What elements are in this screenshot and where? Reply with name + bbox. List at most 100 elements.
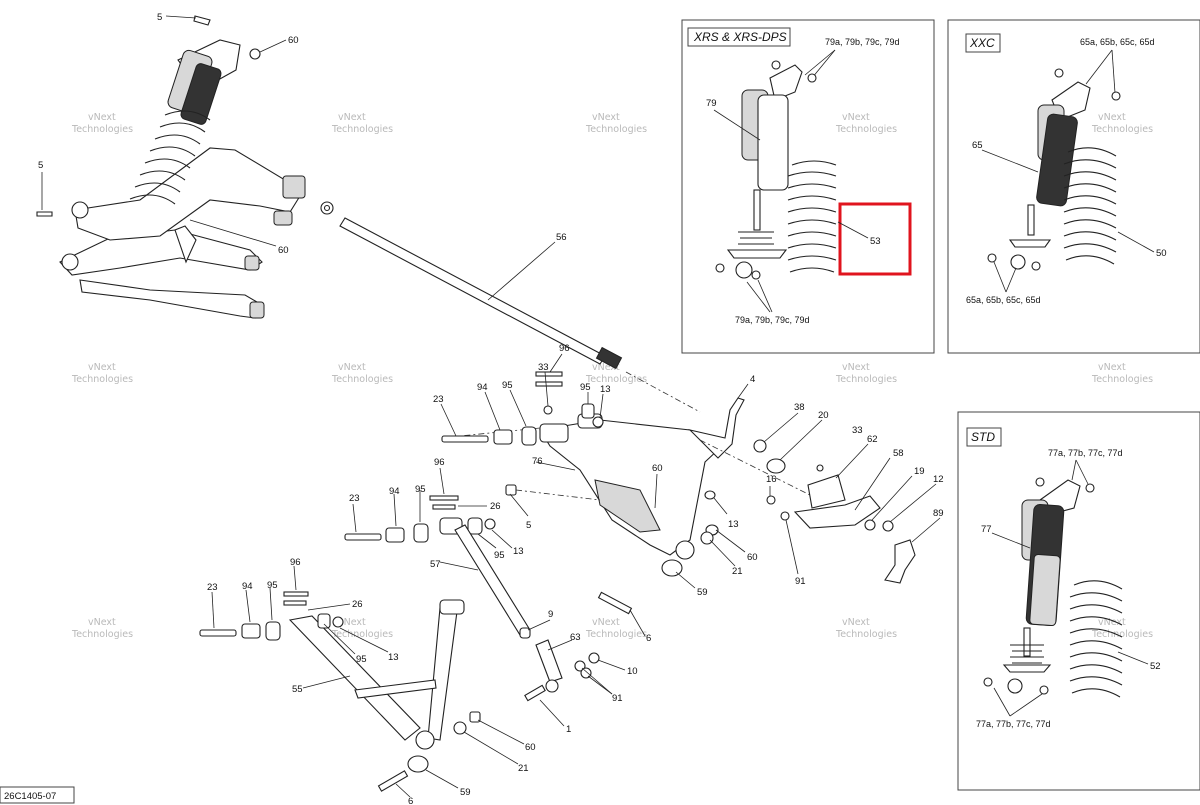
hardware-ref-top: 77a, 77b, 77c, 77d: [1048, 448, 1123, 458]
callout-6: 6: [408, 796, 413, 805]
leader-line: [804, 49, 836, 76]
callout-57: 57: [430, 559, 441, 570]
callout-95: 95: [580, 382, 591, 393]
ball-joint-mount: [688, 397, 745, 459]
watermark: vNext Technologies: [835, 362, 897, 385]
panel-std: STD 77a, 77b, 77c, 77d 77 77a, 77b, 77c,…: [957, 411, 1200, 791]
leader-line: [302, 675, 351, 689]
svg-text:Technologies: Technologies: [331, 629, 393, 640]
shock-body: [757, 94, 789, 191]
svg-text:Technologies: Technologies: [835, 629, 897, 640]
svg-text:vNext: vNext: [88, 362, 116, 373]
leader-line: [779, 419, 823, 461]
o-ring-21-icon: [700, 531, 714, 545]
bolt-icon: [193, 15, 211, 26]
leader-line: [785, 519, 799, 575]
bushing-94-icon: [241, 623, 261, 639]
leader-line: [425, 769, 459, 789]
svg-text:vNext: vNext: [842, 617, 870, 628]
callout-95: 95: [494, 550, 505, 561]
svg-text:Technologies: Technologies: [1091, 629, 1153, 640]
nut-icon: [751, 270, 761, 280]
leader-line: [1117, 231, 1155, 253]
upper-arm-shape: [74, 147, 301, 241]
leader-line: [597, 659, 626, 671]
bushing-95-icon: [317, 613, 331, 629]
code-frame: [0, 786, 75, 804]
nut-icon: [1054, 68, 1064, 78]
panel-title: XXC: [969, 36, 995, 50]
bushing-94-icon: [493, 429, 513, 445]
hardware-ref-bottom: 79a, 79b, 79c, 79d: [735, 315, 810, 325]
ball-joint: [61, 253, 79, 271]
washer-91-icon: [780, 511, 790, 521]
watermark: vNext Technologies: [835, 112, 897, 135]
hardware-ref-bottom: 65a, 65b, 65c, 65d: [966, 295, 1041, 305]
nut-icon: [1035, 477, 1045, 487]
callout-91: 91: [795, 576, 806, 587]
nut-icon: [771, 60, 781, 70]
bolt-icon: [36, 211, 53, 217]
pivot-bushing: [539, 423, 569, 443]
nut-13-icon: [332, 616, 344, 628]
callout-56: 56: [556, 232, 567, 243]
callout-60: 60: [288, 35, 299, 46]
nut-icon: [249, 48, 261, 60]
nut-13-icon: [484, 518, 496, 530]
panel-title: STD: [971, 430, 995, 444]
nut-16-icon: [766, 495, 776, 505]
nut-13-icon: [704, 490, 716, 500]
leader-line: [491, 529, 513, 549]
shock-body: [180, 63, 222, 125]
panel-title-box: [687, 27, 791, 47]
panel-title: XRS & XRS-DPS: [693, 30, 787, 44]
shock-spring-coil: [129, 110, 211, 205]
leader-line: [763, 412, 799, 443]
svg-text:Technologies: Technologies: [1091, 124, 1153, 135]
leader-line: [269, 587, 273, 621]
pin-96-icon: [535, 371, 563, 377]
knuckle-assembly: [700, 439, 916, 584]
leader-line: [911, 517, 941, 543]
leader-line: [746, 281, 771, 313]
watermark: vNext Technologies: [331, 362, 393, 385]
bushing-block: [282, 175, 306, 199]
assembly-line: [515, 489, 601, 501]
callout-76: 76: [532, 456, 543, 467]
nut-33-icon: [816, 464, 824, 472]
svg-text:Technologies: Technologies: [585, 374, 647, 385]
svg-text:vNext: vNext: [592, 362, 620, 373]
leader-line: [757, 279, 773, 313]
callout-13: 13: [600, 384, 611, 395]
ring-20-icon: [766, 458, 786, 474]
leader-line: [339, 627, 389, 653]
leader-line: [323, 623, 356, 655]
panel-xxc: XXC 65a, 65b, 65c, 65d 65 65a, 65b, 65c,…: [947, 19, 1200, 354]
ball-joint: [545, 679, 559, 693]
spring-50: [1063, 147, 1117, 265]
leader-line: [871, 475, 913, 521]
spring-53: [787, 160, 837, 273]
nut-icon: [519, 627, 531, 639]
leader-line: [165, 15, 197, 19]
pin-96-icon: [429, 495, 459, 501]
bolt-1-icon: [524, 684, 546, 702]
bolt-23-icon: [441, 435, 489, 443]
leader-line: [1005, 267, 1017, 293]
leader-line: [440, 403, 457, 437]
nut-icon: [987, 253, 997, 263]
lower-arm-shape: [59, 229, 263, 276]
watermark: vNext Technologies: [331, 617, 393, 640]
svg-text:vNext: vNext: [1098, 112, 1126, 123]
watermark: vNext Technologies: [835, 617, 897, 640]
callout-95: 95: [356, 654, 367, 665]
leader-line: [393, 493, 397, 527]
bushing-95-icon: [467, 517, 483, 535]
callout-21: 21: [518, 763, 529, 774]
panel-frame: [957, 411, 1200, 791]
lower-a-arm: [199, 591, 481, 792]
svg-text:vNext: vNext: [338, 112, 366, 123]
callout-23: 23: [433, 394, 444, 405]
callout-38: 38: [794, 402, 805, 413]
